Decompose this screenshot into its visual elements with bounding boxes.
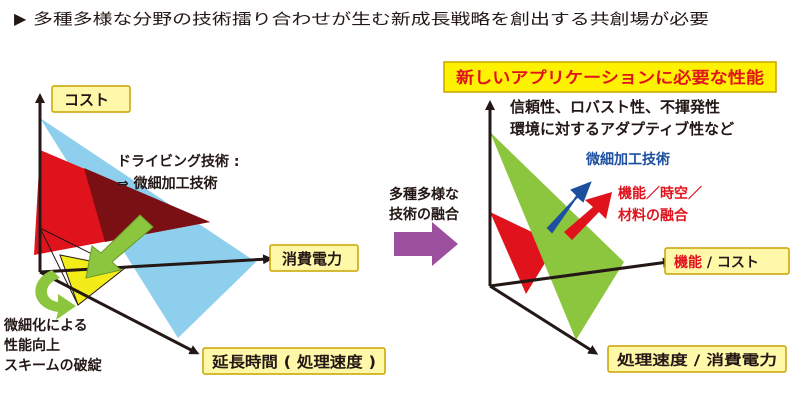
speed-power-label: 処理速度 / 消費電力 bbox=[616, 352, 777, 369]
driving-tech-line2: ⇒ 微細加工技術 bbox=[117, 175, 218, 192]
right-func-axis bbox=[489, 257, 673, 288]
fusion-label-line1: 機能／時空／ bbox=[618, 185, 702, 202]
fusion-line2: 技術の融合 bbox=[389, 206, 460, 223]
time-label-box bbox=[202, 347, 386, 375]
cost-word: / コスト bbox=[702, 255, 759, 271]
fusion-red-arrow bbox=[564, 192, 612, 240]
time-axis bbox=[39, 270, 200, 355]
func-word: 機能 bbox=[674, 254, 702, 271]
power-label-box bbox=[269, 244, 359, 272]
cost-label: コスト bbox=[64, 91, 109, 109]
power-label: 消費電力 bbox=[282, 250, 342, 268]
scheme-line3: スキームの破綻 bbox=[4, 357, 103, 374]
green-arrow-down bbox=[85, 214, 154, 279]
func-cost-label: 機能 / コスト bbox=[674, 254, 759, 271]
header-title: 多種多様な分野の技術擂り合わせが生む新成長戦略を創出する共創場が必要 bbox=[33, 10, 709, 28]
time-label: 延長時間 ( 処理速度 ) bbox=[211, 353, 376, 371]
power-axis bbox=[39, 254, 273, 274]
fusion-line1: 多種多様な bbox=[389, 186, 459, 203]
cost-label-box bbox=[51, 85, 131, 113]
func-cost-label-box bbox=[664, 247, 790, 275]
green-triangle bbox=[490, 132, 624, 340]
fusion-arrow-right bbox=[394, 222, 458, 266]
driving-tech-line1: ドライビング技術 : bbox=[117, 153, 239, 170]
scheme-line1: 微細化による bbox=[3, 317, 88, 334]
banner-text: 新しいアプリケーションに必要な性能 bbox=[456, 68, 764, 87]
fine-tech-arrow bbox=[546, 181, 592, 234]
speed-label-box bbox=[607, 345, 787, 373]
green-curved-arrow bbox=[35, 270, 76, 320]
fusion-label-line2: 材料の融合 bbox=[618, 207, 689, 224]
scheme-line2: 性能向上 bbox=[4, 337, 60, 354]
header-marker: ▶ bbox=[14, 9, 27, 28]
yellow-edge-2 bbox=[39, 227, 79, 306]
requirements-line2: 環境に対するアダプティブ性など bbox=[510, 120, 734, 138]
overlap-region bbox=[84, 168, 210, 242]
banner-box bbox=[443, 61, 777, 93]
right-red-shape bbox=[490, 212, 548, 294]
fine-tech-label: 微細加工技術 bbox=[585, 151, 670, 168]
right-speed-axis bbox=[489, 284, 599, 355]
requirements-line1: 信頼性、ロバスト性、不揮発性 bbox=[510, 98, 720, 116]
